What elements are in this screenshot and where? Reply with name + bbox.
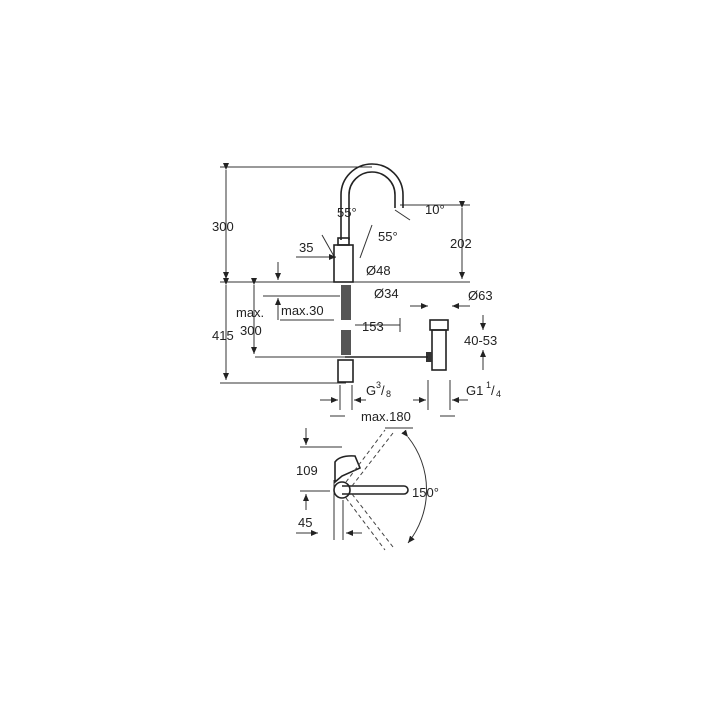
label-max: max. (236, 305, 264, 320)
faucet-top-view (296, 427, 427, 551)
thread-slash: / (491, 383, 495, 398)
thread-g1: G1 (466, 383, 483, 398)
label-153: 153 (362, 319, 384, 334)
label-d48: Ø48 (366, 263, 391, 278)
label-g1-1-4: G1 1 / 4 (466, 380, 501, 399)
thread-den: 8 (386, 389, 391, 399)
thread-num: 1 (486, 380, 491, 390)
label-max-30: max.30 (281, 303, 324, 318)
label-40-53: 40-53 (464, 333, 497, 348)
label-45: 45 (298, 515, 312, 530)
label-max-300: 300 (240, 323, 262, 338)
label-angle-55-left: 55° (337, 205, 357, 220)
thread-g: G (366, 383, 376, 398)
label-max-180: max.180 (361, 409, 411, 424)
dimension-lines (223, 163, 486, 417)
label-angle-55-right: 55° (378, 229, 398, 244)
thread-num: 3 (376, 380, 381, 390)
label-35: 35 (299, 240, 313, 255)
label-g3-8: G 3 / 8 (366, 380, 391, 399)
label-109: 109 (296, 463, 318, 478)
label-total-415: 415 (212, 328, 234, 343)
thread-den: 4 (496, 389, 501, 399)
thread-slash: / (381, 383, 385, 398)
label-spout-202: 202 (450, 236, 472, 251)
label-height-300: 300 (212, 219, 234, 234)
extension-lines (220, 166, 470, 410)
faucet-side-view (333, 163, 449, 383)
label-d63: Ø63 (468, 288, 493, 303)
label-150: 150° (412, 485, 439, 500)
label-d34: Ø34 (374, 286, 399, 301)
label-angle-10: 10° (425, 202, 445, 217)
